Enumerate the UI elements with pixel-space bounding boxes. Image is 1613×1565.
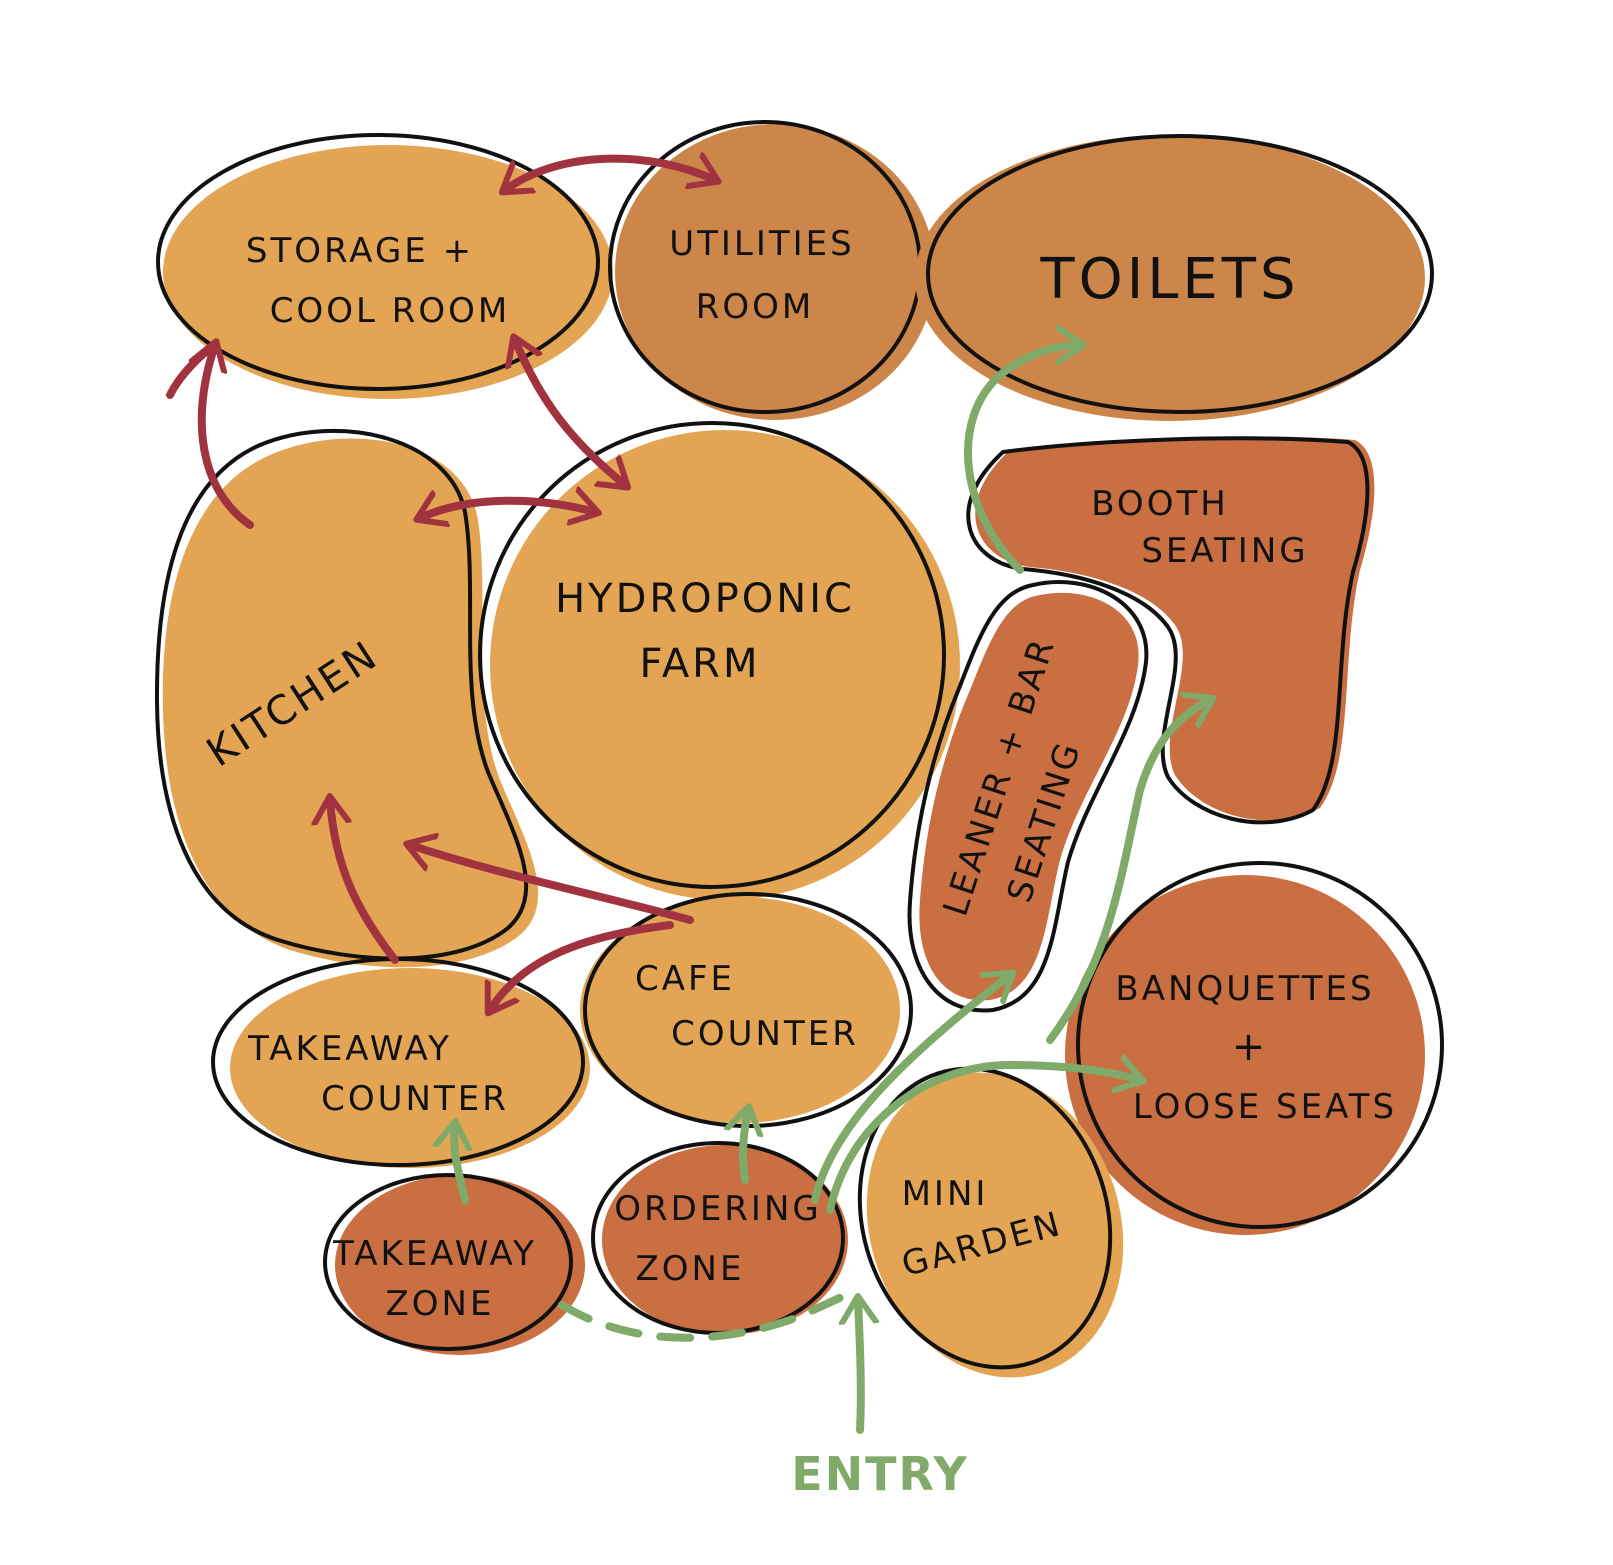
kitchen-fill — [162, 438, 539, 968]
banquettes-label-3: LOOSE SEATS — [1133, 1087, 1397, 1127]
booth-label-2: SEATING — [1141, 531, 1308, 571]
banquettes-label: BANQUETTES — [1115, 969, 1374, 1009]
arrow-to-booth — [1046, 700, 1210, 1044]
leaner-fill — [919, 592, 1139, 1001]
mini-garden-label: MINI — [902, 1174, 989, 1214]
banquettes-label-2: + — [1232, 1024, 1269, 1070]
storage-cool-room-bubble: STORAGE + COOL ROOM — [156, 133, 613, 399]
ordering-zone-bubble: ORDERING ZONE — [591, 1141, 848, 1335]
arrow-storage-left — [166, 341, 219, 399]
mini-garden-bubble: MINI GARDEN — [857, 1066, 1124, 1378]
arrow-entry — [858, 1300, 861, 1434]
arrow-cafe-takeaway — [490, 921, 674, 1010]
customer-flow-arrows: ENTRY — [454, 345, 1210, 1501]
storage-label-2: COOL ROOM — [270, 291, 511, 331]
arrow-takeaway-kitchen — [330, 800, 399, 964]
banquettes-outline — [1076, 861, 1444, 1229]
cafe-counter-fill — [580, 897, 900, 1123]
booth-fill — [975, 436, 1375, 821]
ordering-zone-label-2: ZONE — [636, 1249, 745, 1289]
cafe-counter-bubble: CAFE COUNTER — [580, 892, 913, 1128]
toilets-label: TOILETS — [1039, 247, 1299, 312]
toilets-outline — [926, 134, 1434, 414]
hydroponic-fill — [490, 430, 960, 900]
arrow-kitchen-storage — [202, 345, 254, 529]
booth-label: BOOTH — [1091, 484, 1229, 524]
storage-fill — [163, 145, 613, 399]
utilities-label: UTILITIES — [669, 224, 855, 264]
arrow-storage-hydroponic — [515, 340, 625, 485]
takeaway-counter-label: TAKEAWAY — [247, 1029, 452, 1069]
takeaway-zone-label: TAKEAWAY — [332, 1234, 537, 1274]
arrow-dashed-takeaway-loop — [558, 1286, 862, 1342]
kitchen-bubble: KITCHEN — [154, 428, 539, 968]
entry-label: ENTRY — [791, 1447, 969, 1501]
hydroponic-label: HYDROPONIC — [555, 576, 855, 622]
storage-label: STORAGE + — [246, 231, 474, 271]
banquettes-loose-seats-bubble: BANQUETTES + LOOSE SEATS — [1065, 861, 1444, 1235]
takeaway-counter-bubble: TAKEAWAY COUNTER — [211, 957, 590, 1168]
takeaway-zone-label-2: ZONE — [386, 1284, 495, 1324]
arrow-to-toilets — [963, 345, 1080, 574]
mini-garden-outline — [857, 1066, 1113, 1370]
cafe-counter-label: CAFE — [635, 959, 735, 999]
arrow-ordering-banquettes — [826, 1065, 1140, 1214]
booth-seating-bubble: BOOTH SEATING — [966, 436, 1375, 825]
arrow-takeaway-zone-counter — [454, 1125, 465, 1204]
hydroponic-label-2: FARM — [639, 641, 760, 687]
arrow-ordering-leaner — [811, 975, 1010, 1204]
cafe-counter-label-2: COUNTER — [671, 1014, 859, 1054]
takeaway-zone-bubble: TAKEAWAY ZONE — [323, 1173, 585, 1355]
ordering-zone-fill — [602, 1145, 848, 1335]
arrow-kitchen-hydroponic — [420, 501, 595, 518]
takeaway-zone-fill — [335, 1175, 585, 1355]
banquettes-fill — [1065, 875, 1425, 1235]
utilities-fill — [615, 124, 935, 420]
takeaway-counter-fill — [230, 968, 590, 1168]
hydroponic-farm-bubble: HYDROPONIC FARM — [478, 421, 960, 900]
utilities-label-2: ROOM — [696, 287, 814, 327]
arrow-ordering-cafe — [743, 1110, 748, 1184]
utilities-room-bubble: UTILITIES ROOM — [608, 120, 935, 420]
mini-garden-fill — [866, 1072, 1124, 1378]
takeaway-zone-outline — [323, 1173, 573, 1351]
booth-outline — [966, 436, 1370, 825]
arrow-cafe-kitchen — [410, 845, 694, 924]
leaner-outline — [907, 580, 1149, 1013]
service-flow-arrows — [166, 159, 715, 1010]
takeaway-counter-label-2: COUNTER — [321, 1079, 509, 1119]
ordering-zone-label: ORDERING — [614, 1189, 821, 1229]
storage-outline — [156, 133, 600, 391]
arrow-storage-utilities — [505, 159, 715, 190]
hydroponic-outline — [478, 421, 946, 889]
